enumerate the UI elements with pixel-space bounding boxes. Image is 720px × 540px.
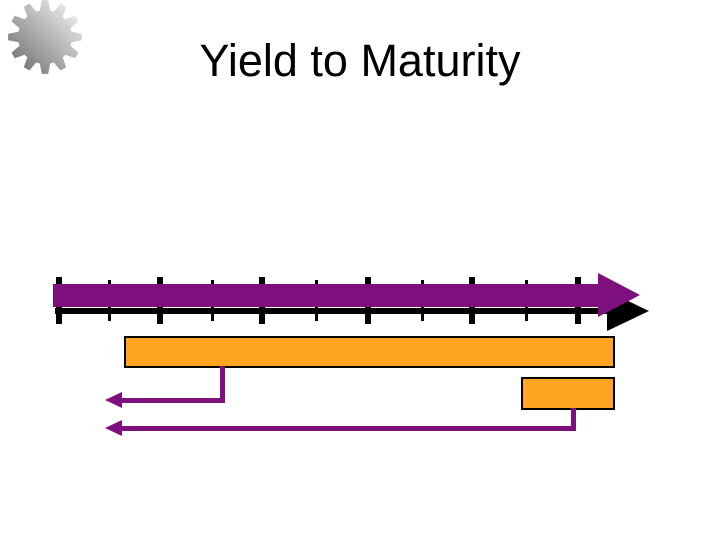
face-value-connector-vertical <box>571 408 576 431</box>
gear-icon <box>8 0 82 74</box>
face-value-connector-arrowhead-icon <box>105 420 122 436</box>
timeline-arrow-body <box>53 284 598 307</box>
face-value-box <box>521 377 615 410</box>
face-value-connector-horizontal <box>120 426 576 431</box>
coupon-connector-vertical <box>220 366 225 402</box>
coupon-payments-bar <box>124 336 615 368</box>
coupon-connector-horizontal <box>120 398 225 403</box>
timeline-axis-line <box>55 308 610 314</box>
coupon-connector-arrowhead-icon <box>105 392 122 408</box>
timeline-arrow-head-icon <box>598 273 640 317</box>
slide-title: Yield to Maturity <box>199 35 521 86</box>
